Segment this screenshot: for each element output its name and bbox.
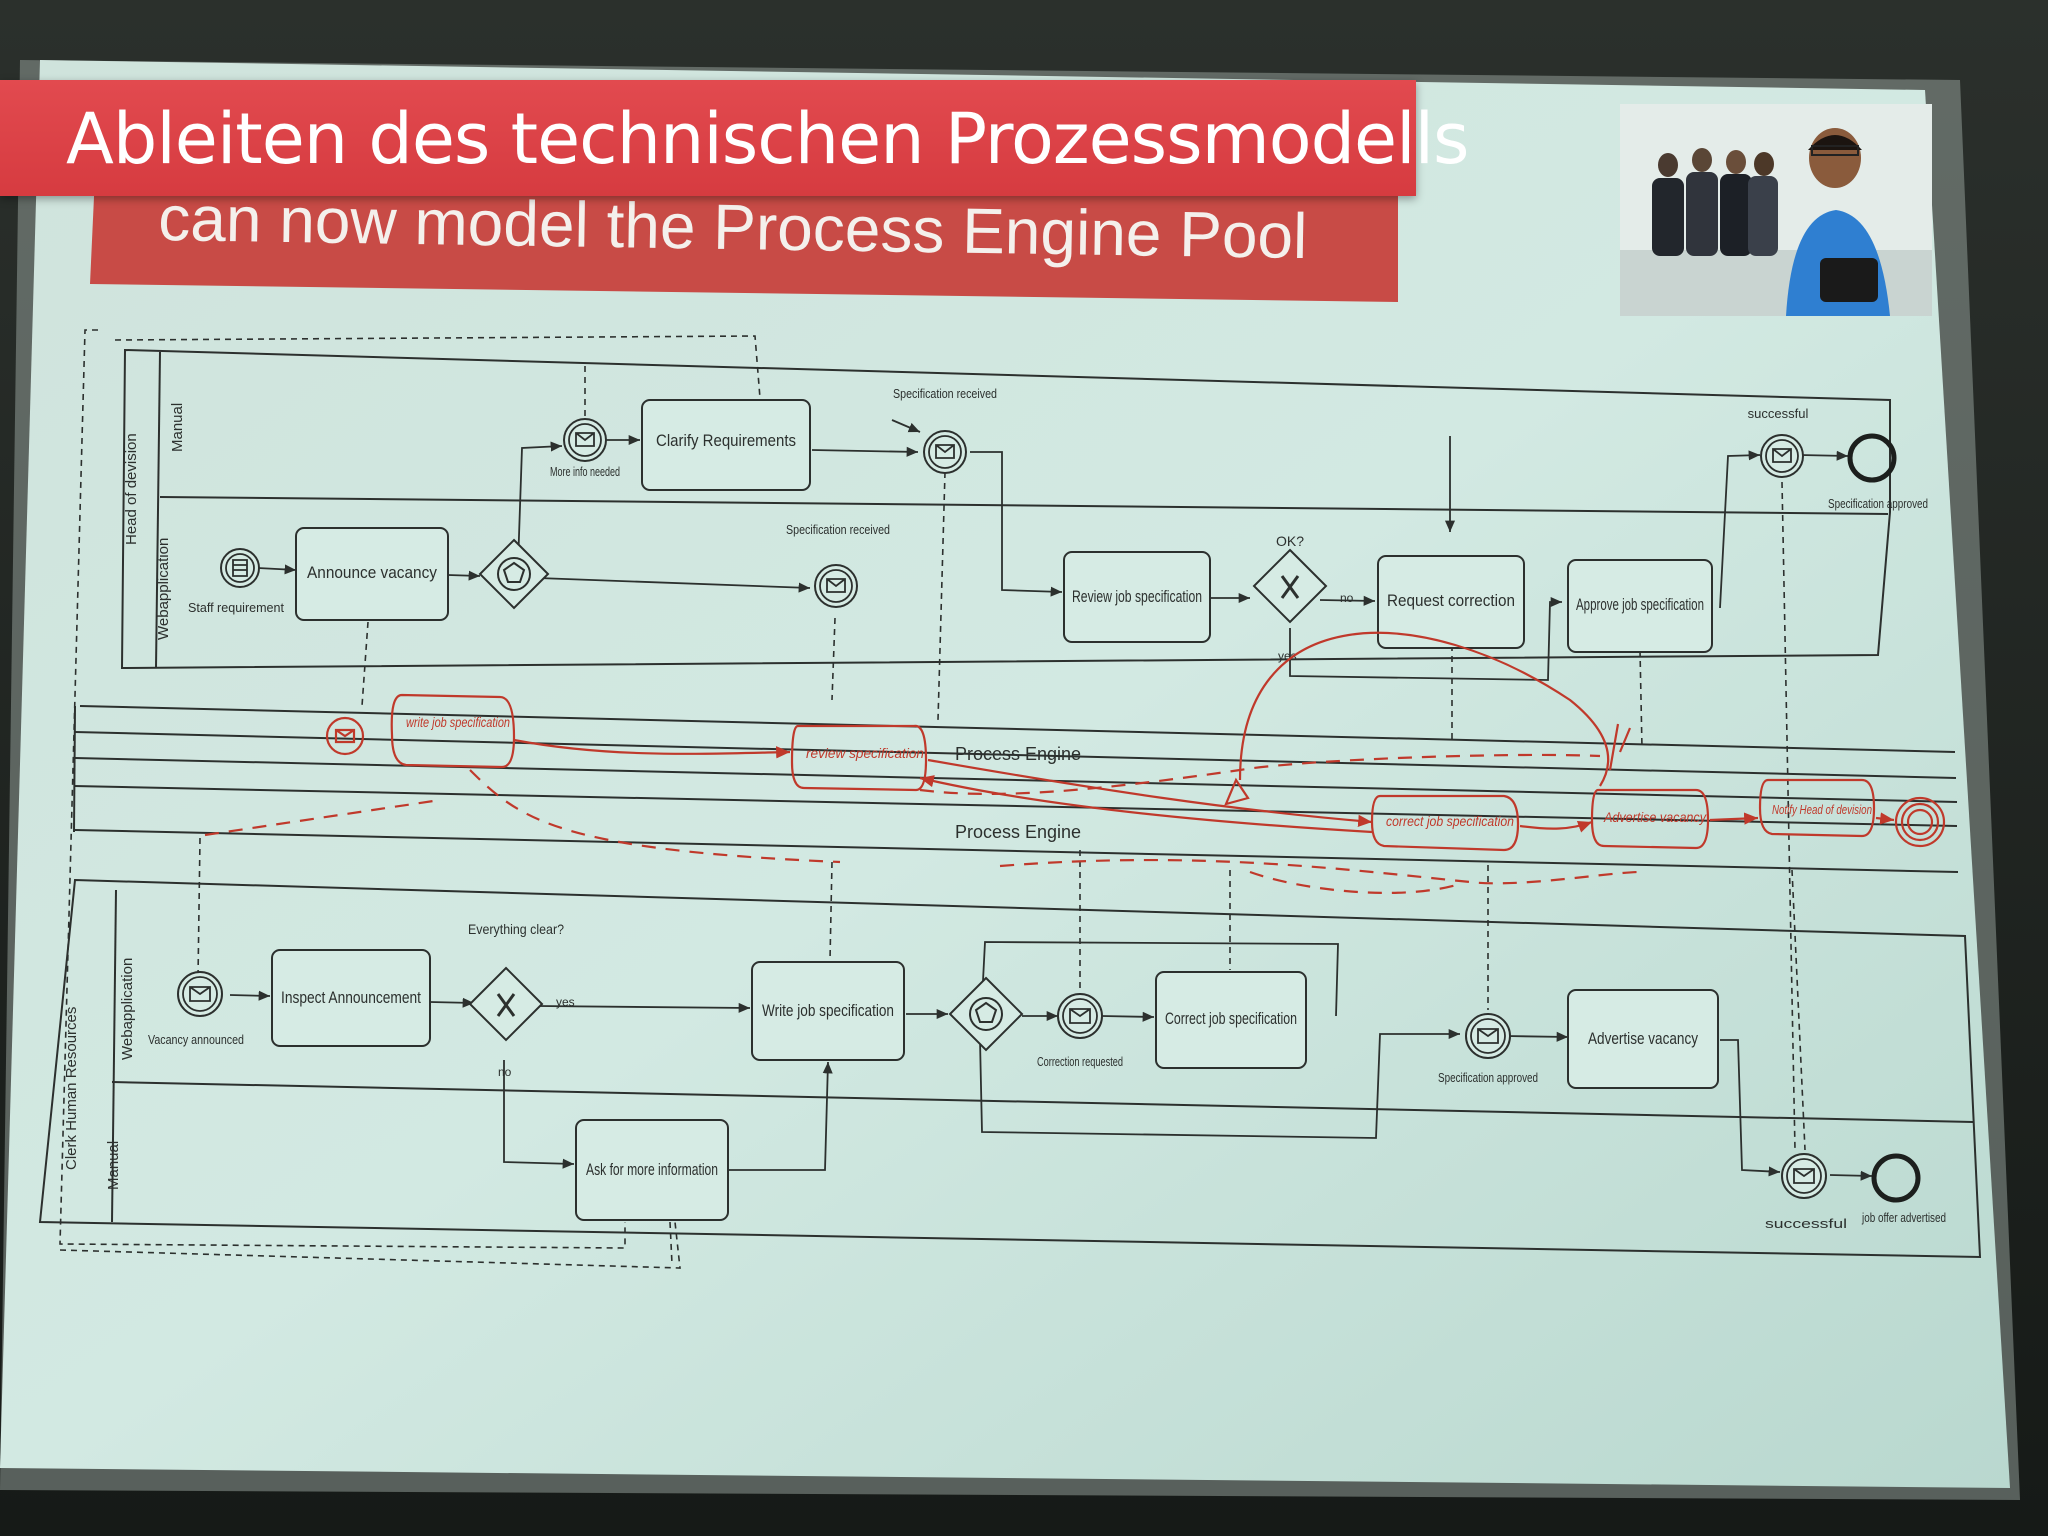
- svg-text:write job specification: write job specification: [406, 714, 510, 730]
- event-spec-received-top-label: Specification received: [893, 386, 997, 401]
- task-announce-label: Announce vacancy: [307, 563, 437, 582]
- task-write-label: Write job specification: [762, 1001, 894, 1020]
- slide-title-bar: [90, 175, 1398, 302]
- event-successful-top-label: successful: [1748, 406, 1809, 421]
- event-gateway-bottom: [948, 976, 1024, 1052]
- caption-title: Ableiten des technischen Prozessmodells: [66, 98, 1469, 180]
- task-approve-label: Approve job specification: [1576, 595, 1704, 614]
- task-advertise: [1567, 989, 1719, 1089]
- envelope-icon: [935, 444, 955, 459]
- envelope-icon: [1477, 1028, 1499, 1044]
- event-spec-received-mid-label: Specification received: [786, 522, 890, 537]
- task-ask: [575, 1119, 729, 1221]
- lane-label-web-top: Webapplication: [155, 538, 172, 640]
- svg-text:Notify Head of devision: Notify Head of devision: [1772, 802, 1872, 817]
- process-engine-label-handwritten-lane: Process Engine: [955, 744, 1081, 764]
- task-ask-label: Ask for more information: [586, 1160, 718, 1179]
- process-engine-label: Process Engine: [955, 822, 1081, 842]
- task-advertise-label: Advertise vacancy: [1588, 1029, 1698, 1048]
- lane-label-web-bottom: Webapplication: [119, 958, 136, 1060]
- event-staff-requirement-label: Staff requirement: [188, 600, 284, 615]
- gateway-ok-no: no: [1340, 591, 1354, 605]
- envelope-icon: [826, 578, 846, 593]
- envelope-icon: [1069, 1008, 1091, 1024]
- pool-label-head: Head of devision: [123, 433, 140, 545]
- svg-text:correct job specification: correct job specification: [1386, 813, 1514, 829]
- envelope-icon: [1772, 448, 1792, 463]
- lane-label-manual-top: Manual: [169, 403, 186, 452]
- event-successful-bottom-label: successful: [1765, 1216, 1847, 1231]
- event-correction-requested-label: Correction requested: [1037, 1054, 1123, 1069]
- event-spec-approved-top-label: Specification approved: [1828, 496, 1928, 511]
- svg-text:Advertise vacancy: Advertise vacancy: [1603, 809, 1707, 825]
- gateway-clear-yes: yes: [556, 995, 575, 1009]
- task-clarify-label: Clarify Requirements: [656, 431, 796, 450]
- event-vacancy-announced-label: Vacancy announced: [148, 1032, 244, 1047]
- envelope-icon: [1793, 1168, 1815, 1184]
- task-review: [1063, 551, 1211, 643]
- task-approve: [1567, 559, 1713, 653]
- gateway-clear-label: Everything clear?: [468, 921, 564, 937]
- handwritten-annotations: [204, 631, 1946, 894]
- task-announce: [295, 527, 449, 621]
- task-inspect: [271, 949, 431, 1047]
- event-more-info-label: More info needed: [550, 464, 620, 479]
- event-gateway-top: [478, 538, 550, 610]
- caption-banner: [0, 80, 1416, 196]
- gateway-ok-label: OK?: [1276, 533, 1304, 549]
- task-review-label: Review job specification: [1072, 587, 1202, 606]
- people-photo: [1620, 104, 1932, 316]
- task-write: [751, 961, 905, 1061]
- document-icon: [232, 559, 248, 577]
- envelope-icon: [189, 986, 211, 1002]
- event-offer-advertised-label: job offer advertised: [1861, 1210, 1946, 1225]
- task-correct: [1155, 971, 1307, 1069]
- svg-text:review specification: review specification: [806, 745, 924, 761]
- end-event-bottom: [1871, 1153, 1921, 1203]
- lane-label-manual-bottom: Manual: [105, 1141, 122, 1190]
- gateway-ok-yes: yes: [1278, 649, 1297, 663]
- envelope-icon: [575, 432, 595, 447]
- gateway-clear-no: no: [498, 1065, 512, 1079]
- task-inspect-label: Inspect Announcement: [281, 988, 421, 1007]
- task-clarify: [641, 399, 811, 491]
- end-event-top: [1847, 433, 1897, 483]
- task-request-label: Request correction: [1387, 591, 1515, 610]
- task-request: [1377, 555, 1525, 649]
- task-correct-label: Correct job specification: [1165, 1009, 1297, 1028]
- handwritten-labels: write job specification review specifica…: [406, 714, 1872, 829]
- event-spec-approved-bottom-label: Specification approved: [1438, 1070, 1538, 1085]
- pool-label-clerk: Clerk Human Resources: [63, 1007, 80, 1170]
